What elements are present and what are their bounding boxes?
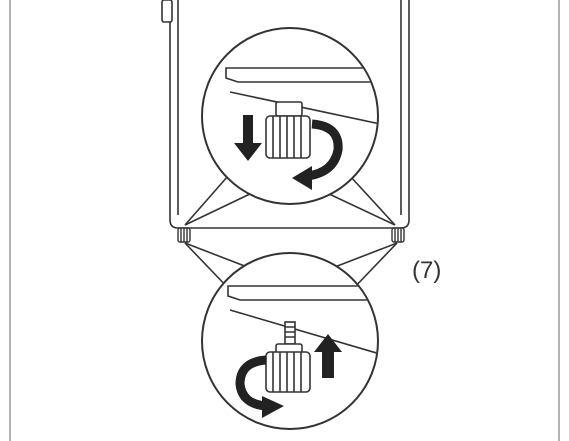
step-number-label: (7) — [412, 257, 442, 284]
down-arrow-icon — [234, 115, 262, 161]
rotate-clockwise-icon — [292, 119, 343, 190]
lower-magnifier — [184, 242, 398, 430]
right-foot — [391, 227, 405, 243]
upper-magnifier — [184, 27, 396, 226]
rotate-counterclockwise-icon — [235, 355, 284, 418]
figure-frame — [9, 0, 560, 441]
up-arrow-icon — [314, 334, 342, 378]
left-foot — [177, 227, 191, 243]
